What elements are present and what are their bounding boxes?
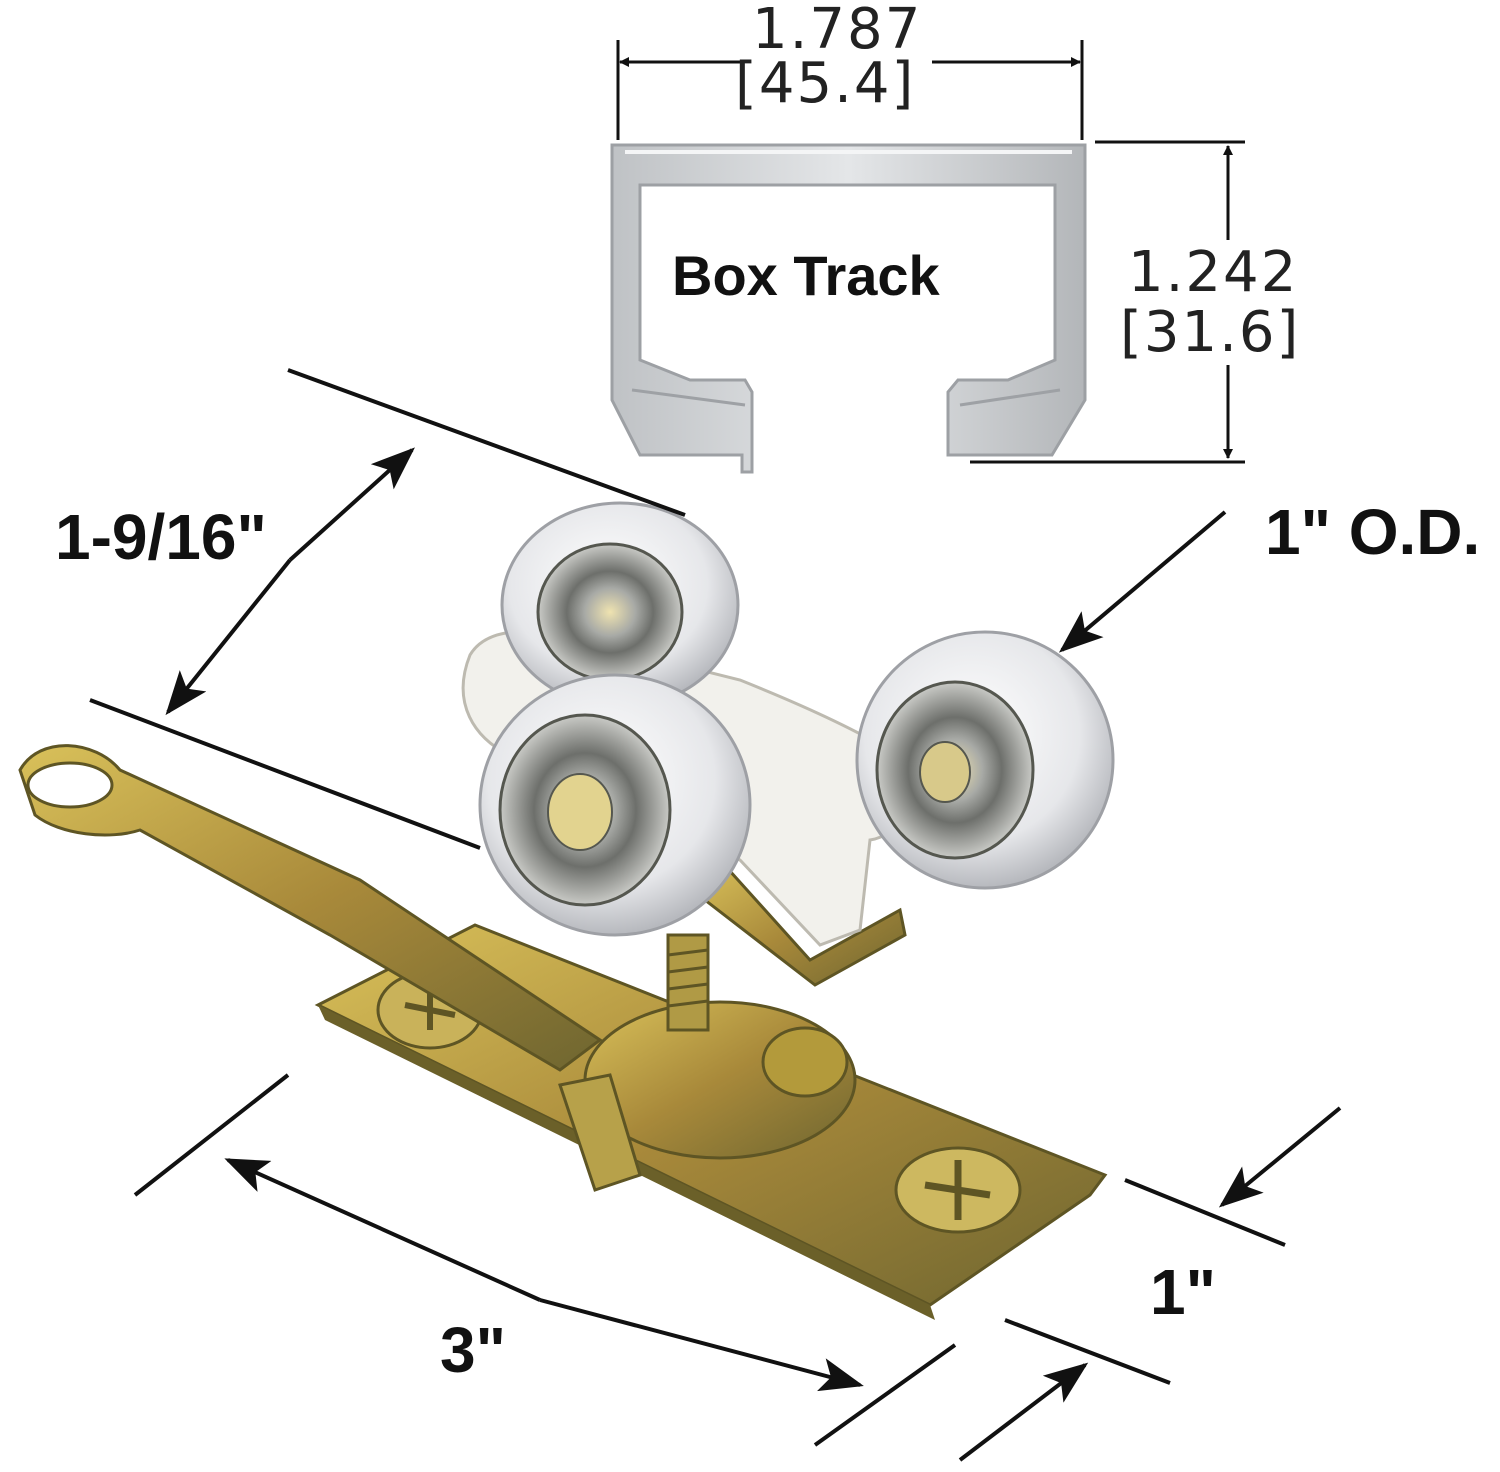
wheel-span-label: 1-9/16": [55, 501, 267, 573]
track-width-inches: 1.787: [752, 0, 923, 62]
wheel-span-dimension: [89, 368, 686, 850]
plate-length-dimension: [133, 1073, 957, 1447]
plate-width-dimension: [958, 1106, 1342, 1462]
track-height-dimension: [970, 140, 1245, 464]
wheel-right: [855, 630, 1115, 890]
track-width-dimension: [616, 40, 1084, 140]
adjuster-lever: [18, 744, 603, 1072]
plate-length-label: 3": [440, 1314, 506, 1386]
track-width-mm: [45.4]: [735, 51, 916, 116]
track-height-mm: [31.6]: [1120, 300, 1301, 365]
wheel-front-left: [478, 673, 752, 937]
plate-width-label: 1": [1150, 1256, 1216, 1328]
box-track-title: Box Track: [672, 244, 940, 307]
roller-assembly: [18, 501, 1115, 1320]
wheel-od-label: 1" O.D.: [1265, 496, 1481, 568]
box-track-profile: [610, 143, 1087, 474]
wheel-od-pointer: [1058, 510, 1227, 653]
track-height-inches: 1.242: [1128, 240, 1299, 305]
